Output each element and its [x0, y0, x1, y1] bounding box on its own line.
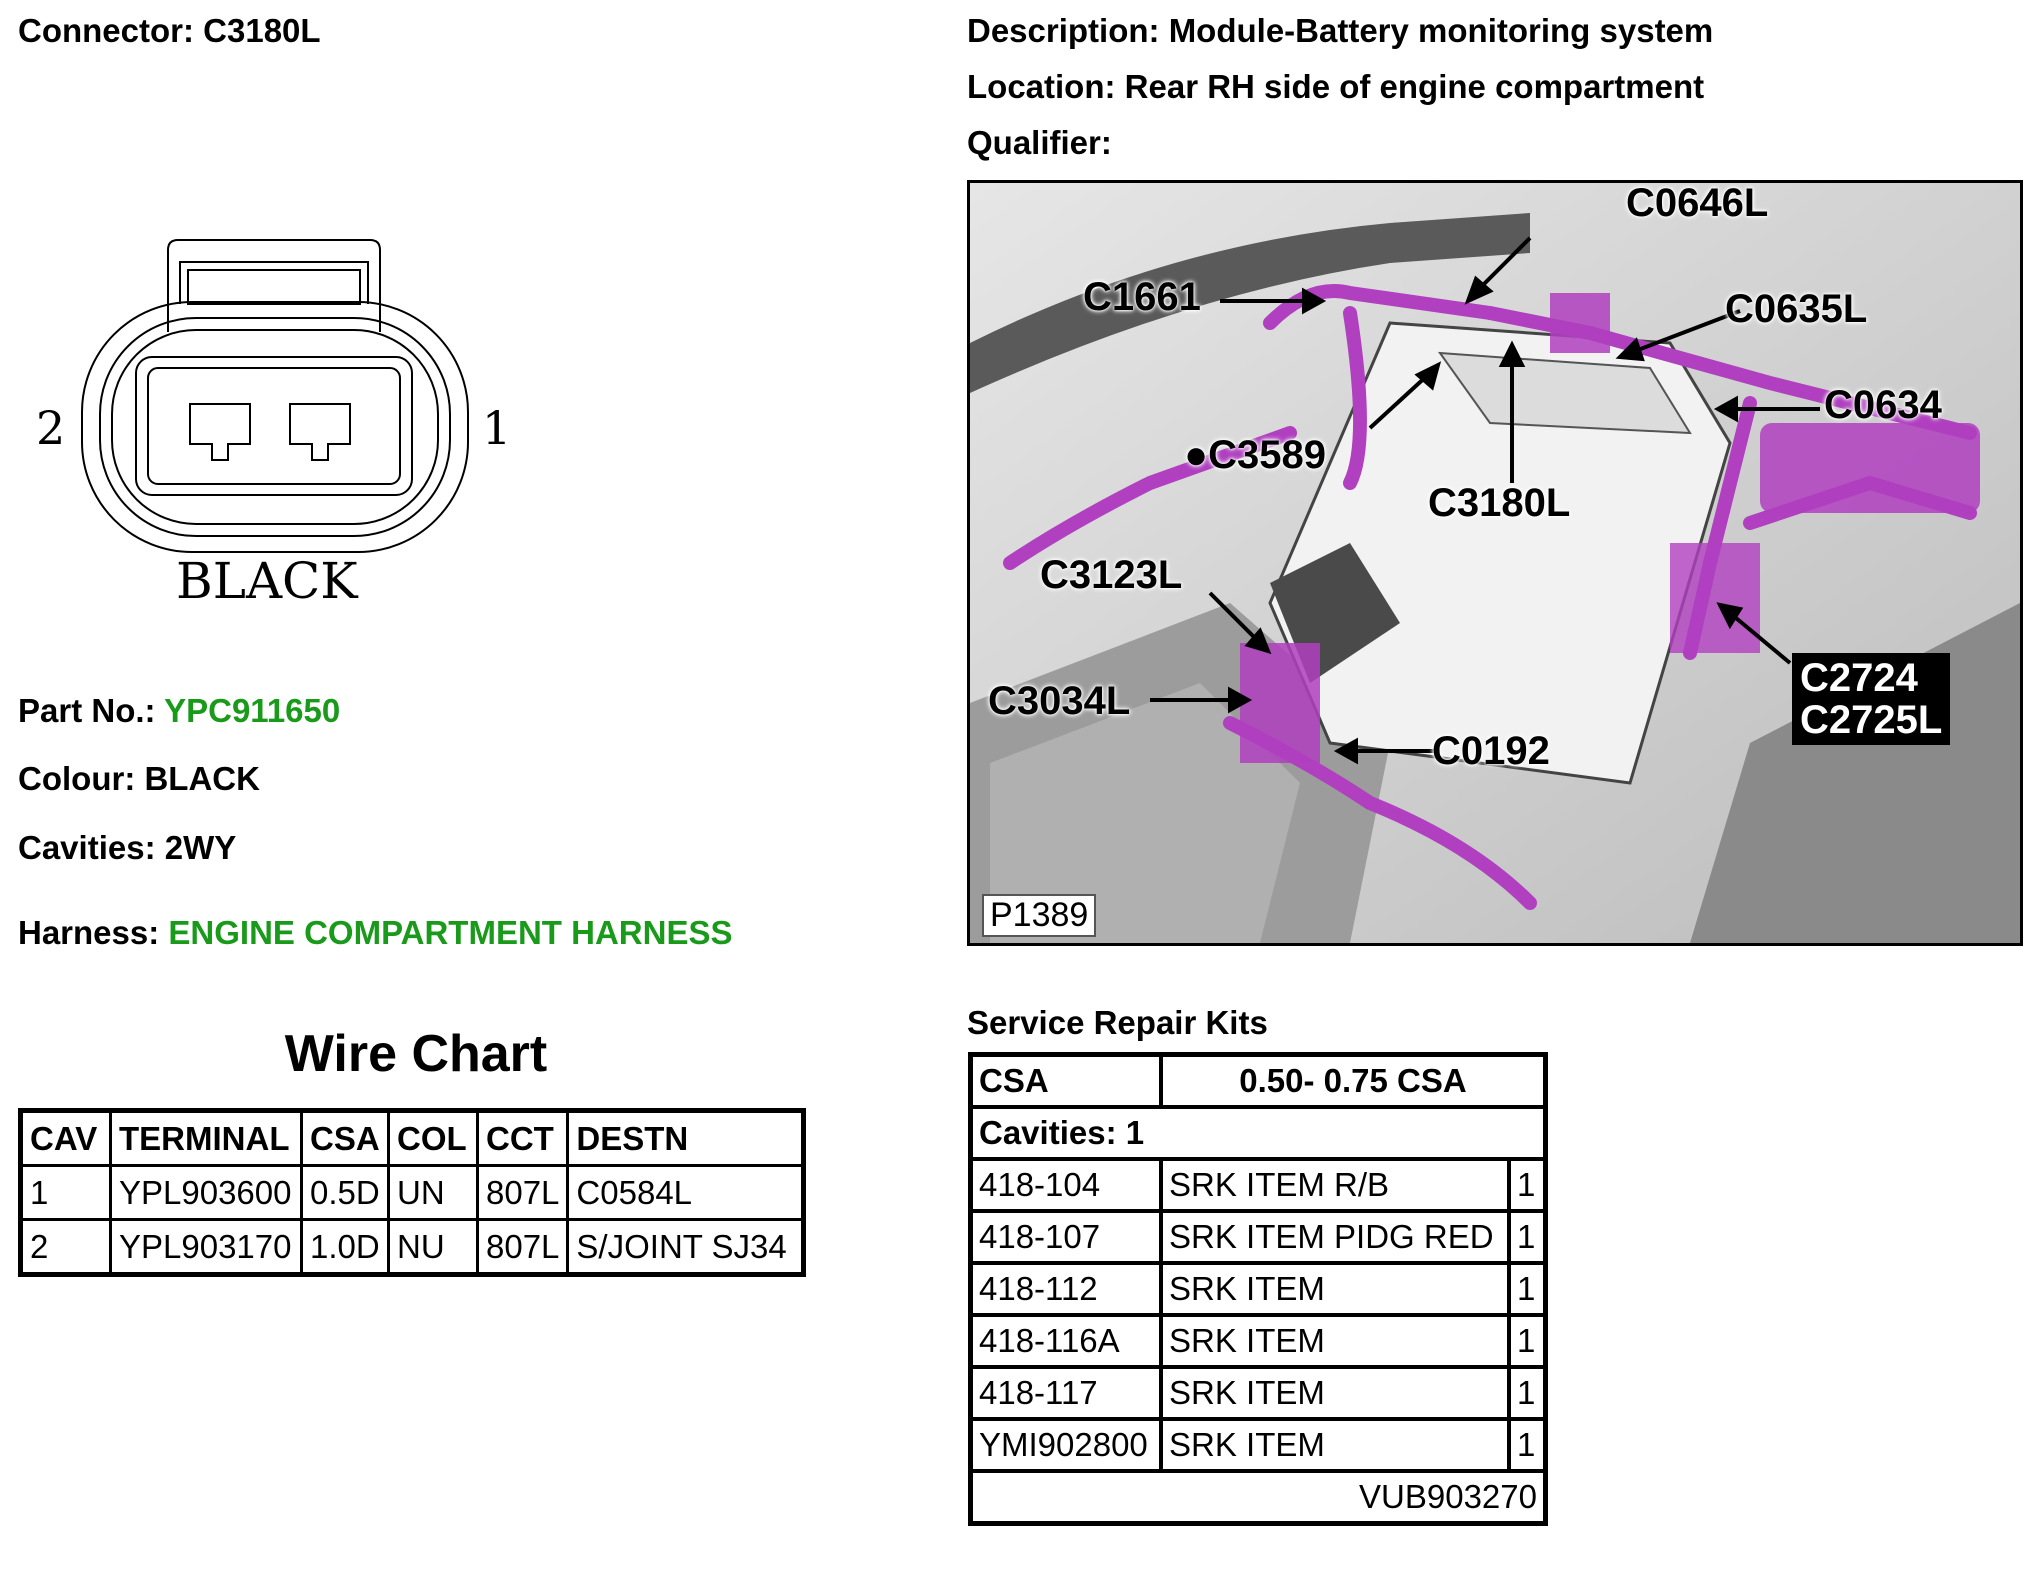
callout-c2725l: C2725L — [1800, 698, 1943, 742]
column-header: COL — [387, 1109, 479, 1167]
column-header: DESTN — [566, 1109, 806, 1167]
callout-c2724: C2724 — [1800, 656, 1918, 700]
harness: Harness: ENGINE COMPARTMENT HARNESS — [18, 914, 732, 952]
connector-face-diagram: 2 1 BLACK — [28, 232, 518, 612]
srk-table: CSA 0.50- 0.75 CSA Cavities: 1 418-104 S… — [968, 1052, 1548, 1526]
pin-1-label: 1 — [482, 401, 511, 455]
table-row: 418-107 SRK ITEM PIDG RED 1 — [968, 1209, 1548, 1265]
table-row: 418-112 SRK ITEM 1 — [968, 1261, 1548, 1317]
table-footer-row: VUB903270 — [968, 1469, 1548, 1526]
table-cell: 418-107 — [968, 1209, 1163, 1265]
column-header: CSA — [300, 1109, 390, 1167]
table-cell: SRK ITEM — [1159, 1417, 1511, 1473]
callout-c3180l: C3180L — [1428, 481, 1571, 525]
srk-footer: VUB903270 — [968, 1469, 1548, 1526]
table-cell: 1 — [1507, 1365, 1548, 1421]
location: Location: Rear RH side of engine compart… — [967, 68, 1705, 105]
column-header: CAV — [19, 1109, 112, 1167]
callout-c3034l: C3034L — [988, 679, 1131, 723]
cavities: Cavities: 2WY — [18, 829, 237, 866]
table-row: Cavities: 1 — [968, 1105, 1548, 1161]
table-cell: 418-104 — [968, 1157, 1163, 1213]
harness-link[interactable]: ENGINE COMPARTMENT HARNESS — [168, 914, 733, 951]
column-header: TERMINAL — [109, 1109, 303, 1167]
csa-label: CSA — [968, 1052, 1163, 1109]
table-cell: SRK ITEM — [1159, 1313, 1511, 1369]
part-number-label: Part No.: — [18, 692, 156, 729]
callout-c0635l: C0635L — [1725, 287, 1868, 331]
callout-c3123l: C3123L — [1040, 553, 1183, 597]
table-cell: 1 — [1507, 1157, 1548, 1213]
table-row: 418-104 SRK ITEM R/B 1 — [968, 1157, 1548, 1213]
part-number-link[interactable]: YPC911650 — [164, 692, 341, 729]
callout-c3589: ●C3589 — [1184, 433, 1327, 477]
description: Description: Module-Battery monitoring s… — [967, 12, 1714, 49]
table-cell: YMI902800 — [968, 1417, 1163, 1473]
part-number: Part No.: YPC911650 — [18, 692, 340, 730]
harness-label: Harness: — [18, 914, 160, 951]
callout-c0192: C0192 — [1432, 729, 1550, 773]
table-row: 418-117 SRK ITEM 1 — [968, 1365, 1548, 1421]
table-cell: SRK ITEM — [1159, 1365, 1511, 1421]
table-cell: 807L — [475, 1164, 570, 1221]
table-cell: 807L — [475, 1218, 570, 1276]
table-cell: 0.5D — [300, 1164, 390, 1221]
table-cell: SRK ITEM — [1159, 1261, 1511, 1317]
qualifier: Qualifier: — [967, 124, 1112, 161]
table-cell: YPL903600 — [109, 1164, 303, 1221]
table-header-row: CAV TERMINAL CSA COL CCT DESTN — [19, 1109, 806, 1167]
table-cell: S/JOINT SJ34 — [566, 1218, 806, 1276]
table-cell: YPL903170 — [109, 1218, 303, 1276]
column-header: CCT — [475, 1109, 570, 1167]
connector-colour-label: BLACK — [176, 552, 359, 610]
wire-chart-table: CAV TERMINAL CSA COL CCT DESTN 1 YPL9036… — [18, 1108, 807, 1277]
wire-chart-title: Wire Chart — [284, 1025, 548, 1083]
table-cell: 1.0D — [300, 1218, 390, 1276]
table-cell: SRK ITEM R/B — [1159, 1157, 1511, 1213]
table-cell: 1 — [1507, 1417, 1548, 1473]
table-row: 418-116A SRK ITEM 1 — [968, 1313, 1548, 1369]
table-cell: C0584L — [566, 1164, 806, 1221]
connector-face-drawing: 2 1 BLACK — [36, 239, 511, 610]
table-cell: 1 — [19, 1164, 112, 1221]
table-cell: 418-116A — [968, 1313, 1163, 1369]
photo-reference: P1389 — [982, 894, 1097, 937]
callout-c0634: C0634 — [1824, 383, 1942, 427]
srk-cavities: Cavities: 1 — [968, 1105, 1548, 1161]
table-row: 1 YPL903600 0.5D UN 807L C0584L — [19, 1164, 806, 1221]
table-row: 2 YPL903170 1.0D NU 807L S/JOINT SJ34 — [19, 1218, 806, 1276]
callout-c1661: C1661 — [1083, 275, 1201, 319]
table-cell: UN — [387, 1164, 479, 1221]
callout-c2724-c2725l: C2724 C2725L — [1792, 653, 1951, 745]
callout-c0646l: C0646L — [1626, 181, 1769, 225]
table-cell: 1 — [1507, 1209, 1548, 1265]
location-photo: C0646L C1661 C0635L C0634 ●C3589 C3180L … — [967, 180, 2023, 946]
table-cell: NU — [387, 1218, 479, 1276]
table-row: YMI902800 SRK ITEM 1 — [968, 1417, 1548, 1473]
table-header-row: CSA 0.50- 0.75 CSA — [968, 1052, 1548, 1109]
connector-title: Connector: C3180L — [18, 12, 321, 49]
table-cell: 418-117 — [968, 1365, 1163, 1421]
srk-title: Service Repair Kits — [967, 1004, 1268, 1041]
colour: Colour: BLACK — [18, 760, 260, 797]
pin-2-label: 2 — [36, 401, 65, 455]
table-cell: 418-112 — [968, 1261, 1163, 1317]
csa-value: 0.50- 0.75 CSA — [1159, 1052, 1548, 1109]
table-cell: 1 — [1507, 1261, 1548, 1317]
table-cell: 2 — [19, 1218, 112, 1276]
table-cell: 1 — [1507, 1313, 1548, 1369]
table-cell: SRK ITEM PIDG RED — [1159, 1209, 1511, 1265]
